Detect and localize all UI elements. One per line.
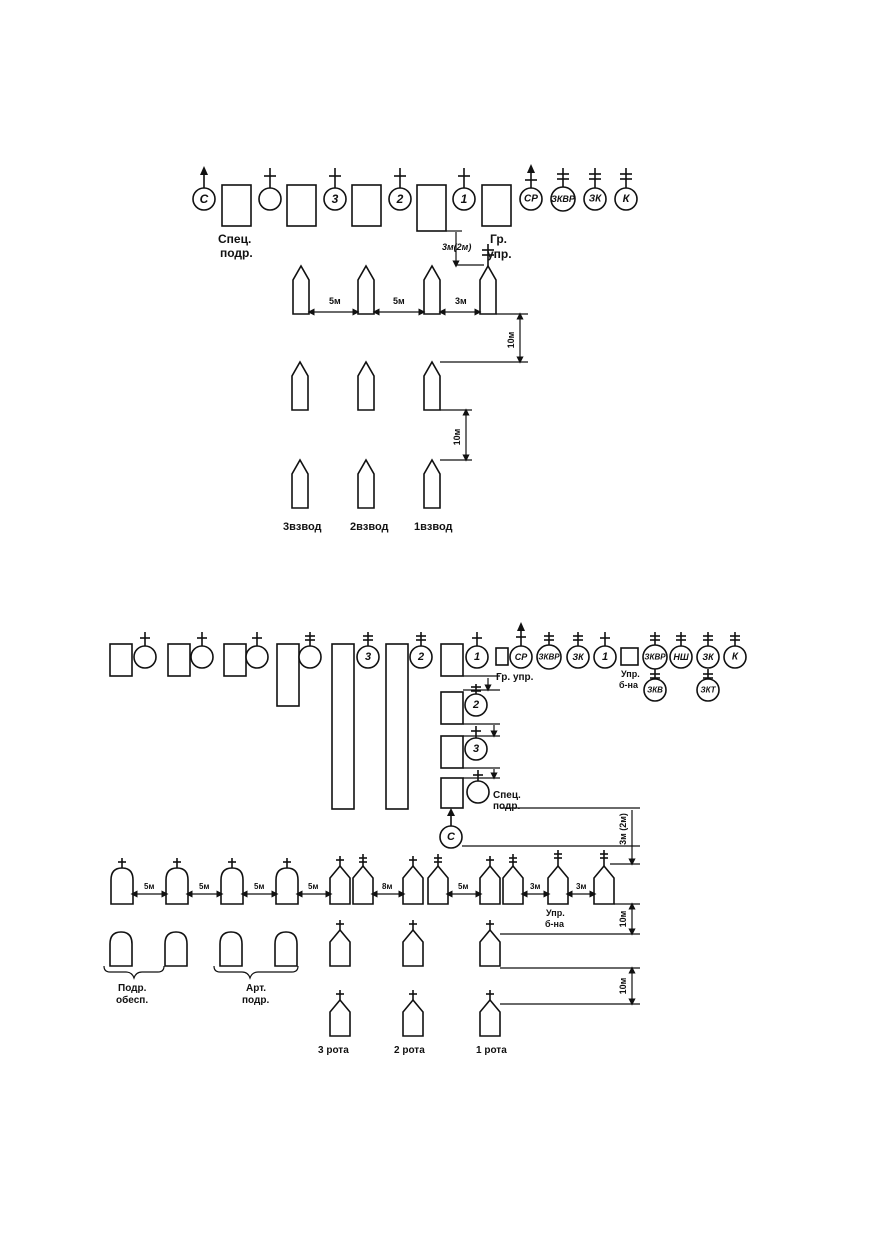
svg-text:ЗКВР: ЗКВР [538,653,560,662]
svg-text:НШ: НШ [673,652,688,662]
bottom-header-right: 1 СР ЗКВР ЗК 1 ЗКВР НШ ЗК [440,622,747,702]
gr-label: Гр. [490,232,507,246]
circle-zk: ЗК [583,168,607,211]
svg-text:ЗКВР: ЗКВР [551,194,576,204]
svg-text:3м (2м): 3м (2м) [618,813,628,845]
vehicle-pentagon [479,264,497,315]
svg-text:Арт.: Арт. [246,983,266,994]
svg-text:2: 2 [472,699,479,711]
svg-text:5м: 5м [393,296,405,306]
svg-text:б-на: б-на [545,919,565,929]
svg-text:б-на: б-на [619,680,639,690]
vehicle-pentagon [357,264,375,315]
svg-text:3: 3 [332,192,339,206]
company-label: 2 рота [394,1045,425,1056]
svg-text:ЗКВ: ЗКВ [647,686,663,695]
svg-text:подр.: подр. [242,995,269,1006]
svg-text:10м: 10м [452,428,462,445]
svg-text:обесп.: обесп. [116,994,148,1006]
svg-text:2: 2 [396,192,404,206]
svg-text:3м(2м): 3м(2м) [442,242,471,252]
svg-text:3м: 3м [576,882,586,891]
svg-text:К: К [623,193,631,205]
vehicle-pentagon [423,264,441,315]
circle-label: С [200,192,209,206]
top-diagram: С 3 2 [192,164,638,533]
svg-text:1: 1 [461,192,468,206]
svg-text:5м: 5м [329,296,341,306]
svg-text:1: 1 [602,651,608,663]
svg-text:3: 3 [473,743,479,755]
svg-text:5м: 5м [144,882,154,891]
vehicle-rect [416,184,447,232]
svg-text:10м: 10м [618,977,628,994]
vehicle-rect [286,184,317,227]
svg-text:ЗК: ЗК [572,652,585,662]
svg-text:СР: СР [524,194,538,205]
dim-10m-a: 10м [440,312,528,364]
svg-text:Спец.: Спец. [493,790,521,801]
svg-text:Гр. упр.: Гр. упр. [496,672,534,683]
platoon-label: 1взвод [414,521,453,533]
platoon-label: 3взвод [283,521,322,533]
dim-3m2m: 3м(2м) [442,230,484,268]
spec-label: Спец. [218,232,251,246]
svg-text:3м: 3м [530,882,540,891]
company-label: 1 рота [476,1045,507,1056]
svg-text:2: 2 [417,651,424,663]
dim-10m-b: 10м [440,408,472,462]
vehicle-rect [481,184,512,227]
svg-text:Упр.: Упр. [621,669,640,679]
svg-text:К: К [732,652,739,663]
svg-text:Упр.: Упр. [546,908,565,918]
svg-text:подр.: подр. [493,801,520,812]
svg-text:10м: 10м [618,910,628,927]
vehicle-pentagon [292,264,310,315]
top-column-header: С 3 2 [192,164,638,232]
circle-empty [258,168,282,211]
dim-3m2m-bottom: 3м (2м) [500,807,640,866]
circle-1: 1 [452,168,476,211]
svg-text:1: 1 [474,651,480,663]
svg-text:СР: СР [515,652,528,662]
svg-text:3м: 3м [455,296,467,306]
spec-label-2: подр. [220,246,253,260]
bottom-vehicle-row-2 [103,920,501,980]
svg-text:5м: 5м [308,882,318,891]
bottom-vehicle-row: 5м 5м 5м 5м 8м 5м 3м 3м [110,850,615,905]
dim-10m-bottom-b: 10м [500,966,640,1006]
svg-text:3: 3 [365,651,371,663]
svg-text:5м: 5м [254,882,264,891]
top-vehicle-row-2 [291,360,441,411]
circle-zkvr: ЗКВР [550,168,576,212]
bottom-vehicle-row-3 [329,990,501,1037]
dim-10m-bottom-a: 10м [500,902,640,936]
svg-text:С: С [447,831,456,843]
circle-k: К [614,168,638,211]
top-vehicle-row-1: 5м 5м 3м [292,244,497,316]
bottom-diagram: 3 2 1 СР ЗКВР ЗК 1 [103,622,747,1056]
gr-label-2: упр. [487,247,512,261]
svg-text:ЗКВР: ЗКВР [644,653,666,662]
platoon-label: 2взвод [350,521,389,533]
top-vehicle-row-3 [291,458,441,509]
circle-sr: СР [519,164,543,211]
svg-text:5м: 5м [199,882,209,891]
svg-text:ЗК: ЗК [589,194,602,205]
svg-text:ЗК: ЗК [702,652,715,662]
bottom-header-left: 3 2 [109,632,433,810]
svg-text:ЗКТ: ЗКТ [700,686,716,695]
svg-text:Подр.: Подр. [118,983,147,994]
circle-2: 2 [388,168,412,211]
vehicle-rect [351,184,382,227]
company-label: 3 рота [318,1045,349,1056]
circle-s: С [192,166,216,211]
vehicle-rect [221,184,252,227]
circle-3: 3 [323,168,347,211]
svg-text:10м: 10м [506,331,516,348]
svg-text:8м: 8м [382,882,392,891]
svg-text:5м: 5м [458,882,468,891]
sub-column: 2 3 Спец. подр. С [439,675,640,849]
